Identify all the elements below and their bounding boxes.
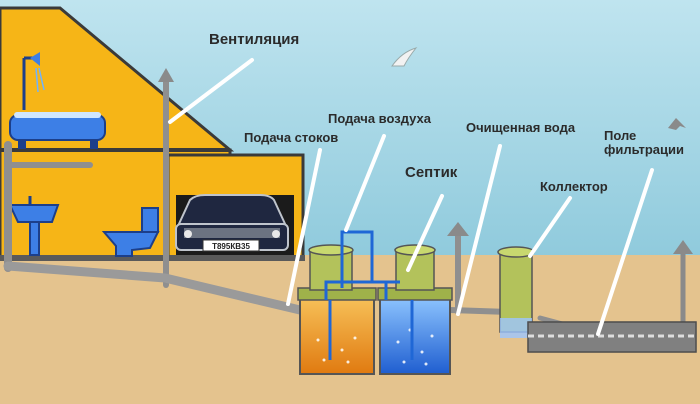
bird-icon xyxy=(668,118,686,130)
septic-tank-secondary xyxy=(377,244,453,375)
leader-lines xyxy=(168,58,654,336)
vent-cap-field xyxy=(673,240,693,254)
label-clean-water: Очищенная вода xyxy=(466,120,576,135)
label-waste-inlet: Подача стоков xyxy=(244,130,339,145)
car-plate: Т895КВ35 xyxy=(212,242,250,251)
bathtub-icon xyxy=(9,112,106,149)
car-icon xyxy=(175,194,289,252)
label-septic: Септик xyxy=(405,164,458,181)
vent-cap-septic xyxy=(447,222,469,236)
sink-icon xyxy=(8,196,60,256)
label-filter-field: Поле фильтрации xyxy=(604,128,684,158)
bird-icon xyxy=(391,47,418,67)
label-ventilation: Вентиляция xyxy=(209,31,300,48)
vent-cap-house xyxy=(158,68,174,82)
label-air-supply: Подача воздуха xyxy=(328,111,431,126)
label-collector: Коллектор xyxy=(540,179,608,194)
floor-slab xyxy=(0,255,305,261)
septic-tank-primary xyxy=(297,244,377,375)
air-supply-pipes xyxy=(324,230,414,360)
shower-icon xyxy=(22,52,45,110)
filtration-field xyxy=(527,321,697,353)
toilet-icon xyxy=(101,207,160,257)
